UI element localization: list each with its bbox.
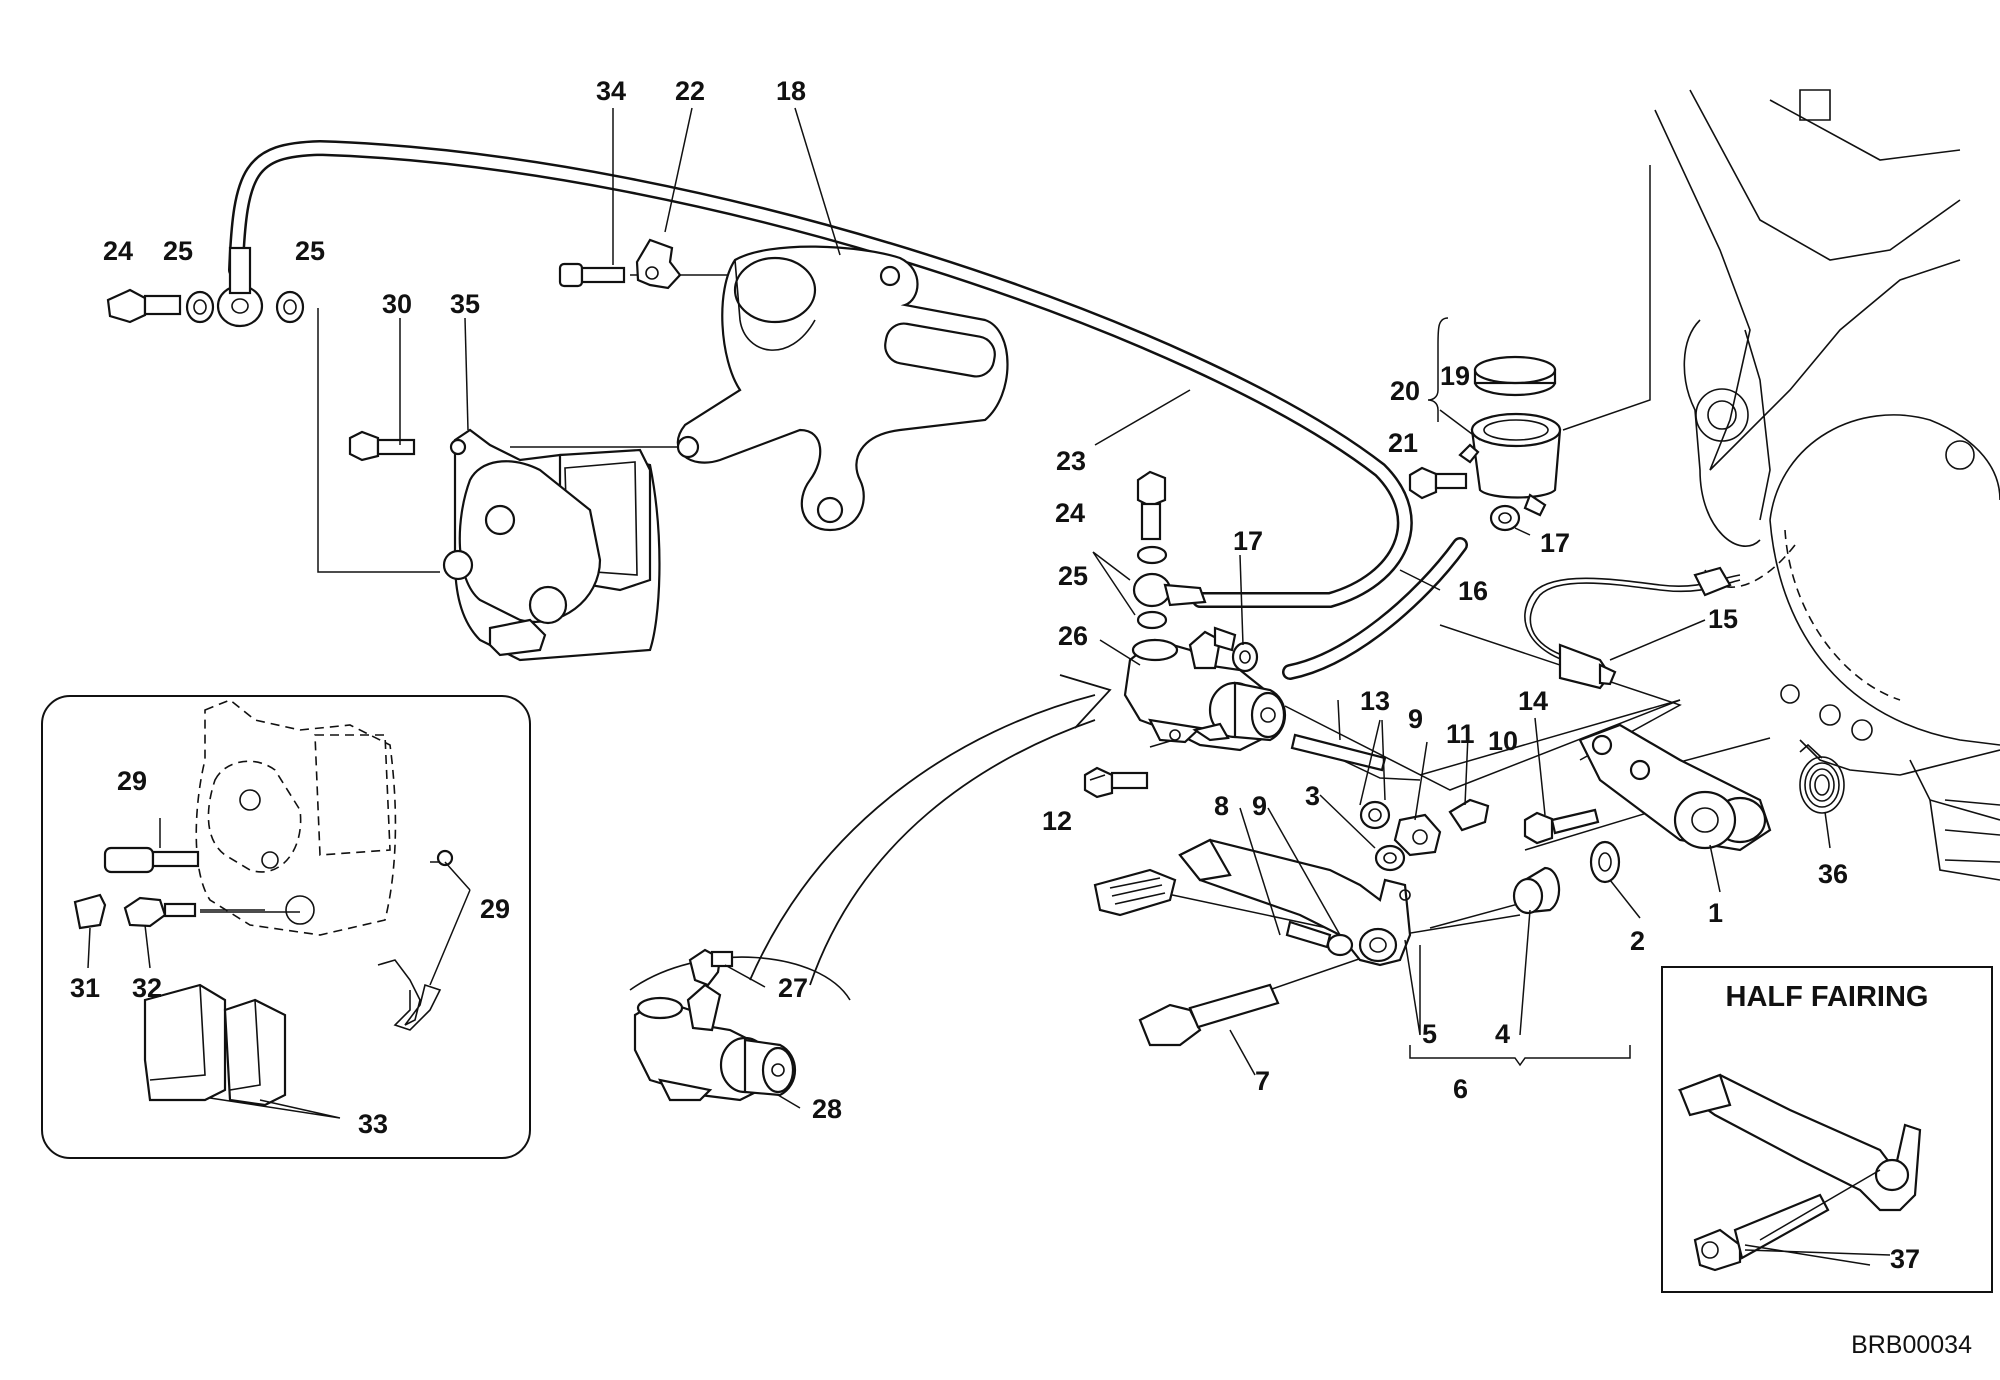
label-10: 10 <box>1488 726 1518 756</box>
label-31: 31 <box>70 973 100 1003</box>
brake-pads-33 <box>143 983 287 1107</box>
label-24-a: 24 <box>103 236 133 266</box>
label-16: 16 <box>1458 576 1488 606</box>
label-19: 19 <box>1440 361 1470 391</box>
clevis-11 <box>1393 813 1442 857</box>
label-8: 8 <box>1214 791 1229 821</box>
label-17-b: 17 <box>1540 528 1570 558</box>
label-13: 13 <box>1360 686 1390 716</box>
label-35: 35 <box>450 289 480 319</box>
label-5: 5 <box>1422 1019 1437 1049</box>
brace-20 <box>1427 317 1449 422</box>
label-30: 30 <box>382 289 412 319</box>
washer-25-right <box>275 290 305 324</box>
elbow-fitting-27 <box>688 948 734 987</box>
nut-9 <box>1359 800 1391 830</box>
pin-10 <box>1448 798 1490 832</box>
hose-clamp-17-a <box>1231 641 1259 673</box>
brake-switch-15 <box>1558 566 1732 690</box>
pivot-pin-7 <box>1138 983 1280 1047</box>
label-37: 37 <box>1890 1244 1920 1274</box>
half-fairing-title: HALF FAIRING <box>1726 981 1929 1013</box>
master-cylinder-26 <box>1123 626 1286 752</box>
label-34: 34 <box>596 76 626 106</box>
label-25-a: 25 <box>163 236 193 266</box>
label-21: 21 <box>1388 428 1418 458</box>
label-15: 15 <box>1708 604 1738 634</box>
label-29-a: 29 <box>117 766 147 796</box>
label-14: 14 <box>1518 686 1548 716</box>
clip-29 <box>436 849 454 867</box>
label-20: 20 <box>1390 376 1420 406</box>
label-2: 2 <box>1630 926 1645 956</box>
pedal-lever-1 <box>1578 723 1772 852</box>
label-33: 33 <box>358 1109 388 1139</box>
bleed-valve-31 <box>73 893 107 930</box>
reservoir-hose-16 <box>1282 537 1468 680</box>
label-29-b: 29 <box>480 894 510 924</box>
pin-29 <box>103 846 200 874</box>
label-9-a: 9 <box>1252 791 1267 821</box>
rear-brake-hose-23 <box>228 139 1413 608</box>
label-26: 26 <box>1058 621 1088 651</box>
washer-25-mid-bottom <box>1136 610 1168 630</box>
label-9-b: 9 <box>1408 704 1423 734</box>
label-leaders <box>87 107 1891 1256</box>
label-12: 12 <box>1042 806 1072 836</box>
hose-banjo-mid <box>1132 572 1207 608</box>
bolt-14 <box>1523 808 1600 845</box>
hose-clamp-17-b <box>1489 504 1521 532</box>
bolt-30 <box>348 430 416 462</box>
half-fairing-inset: HALF FAIRING <box>1661 966 1993 1293</box>
hose-banjo-fitting <box>216 246 264 328</box>
reservoir-20 <box>1458 355 1562 517</box>
label-3: 3 <box>1305 781 1320 811</box>
label-23: 23 <box>1056 446 1086 476</box>
label-4: 4 <box>1495 1019 1510 1049</box>
label-28: 28 <box>812 1094 842 1124</box>
banjo-bolt-24-mid <box>1136 470 1167 541</box>
washer-25-mid-top <box>1136 545 1168 565</box>
label-6: 6 <box>1453 1074 1468 1104</box>
label-27: 27 <box>778 973 808 1003</box>
label-24-b: 24 <box>1055 498 1085 528</box>
brake-pedal-5 <box>1093 838 1412 967</box>
label-25-c: 25 <box>1058 561 1088 591</box>
bushing-4 <box>1512 866 1561 915</box>
brace-6 <box>1409 1045 1631 1067</box>
caliper-bracket-18 <box>676 245 1009 532</box>
bolt-8 <box>1285 920 1354 957</box>
circlip-3 <box>1374 844 1406 872</box>
spring-36 <box>1799 743 1845 814</box>
spring-clip-29 <box>377 959 442 1031</box>
frame-outline <box>1654 89 2000 881</box>
bolt-12 <box>1083 766 1149 799</box>
label-18: 18 <box>776 76 806 106</box>
inset-caliper-parts <box>41 695 531 1159</box>
label-11: 11 <box>1446 719 1475 749</box>
banjo-bolt-24-top <box>106 288 182 324</box>
label-36: 36 <box>1818 859 1848 889</box>
label-32: 32 <box>132 973 162 1003</box>
rear-caliper-35 <box>442 428 661 662</box>
flow-arrow <box>749 674 1112 986</box>
bolt-34 <box>558 262 626 288</box>
bolt-21 <box>1408 466 1468 500</box>
label-25-b: 25 <box>295 236 325 266</box>
hose-clip-22 <box>635 238 682 290</box>
label-1: 1 <box>1708 898 1723 928</box>
washer-25-left <box>185 290 215 324</box>
label-7: 7 <box>1255 1066 1270 1096</box>
washer-2 <box>1589 840 1621 884</box>
push-rod-13 <box>1290 733 1387 772</box>
label-17-a: 17 <box>1233 526 1263 556</box>
master-cylinder-assembly-28 <box>629 956 851 1102</box>
bleed-valve-32 <box>123 896 197 928</box>
part-labels: 1 2 3 4 5 6 7 8 9 9 10 11 12 13 14 15 16… <box>70 76 1920 1274</box>
drawing-code: BRB00034 <box>1851 1331 1972 1359</box>
label-22: 22 <box>675 76 705 106</box>
